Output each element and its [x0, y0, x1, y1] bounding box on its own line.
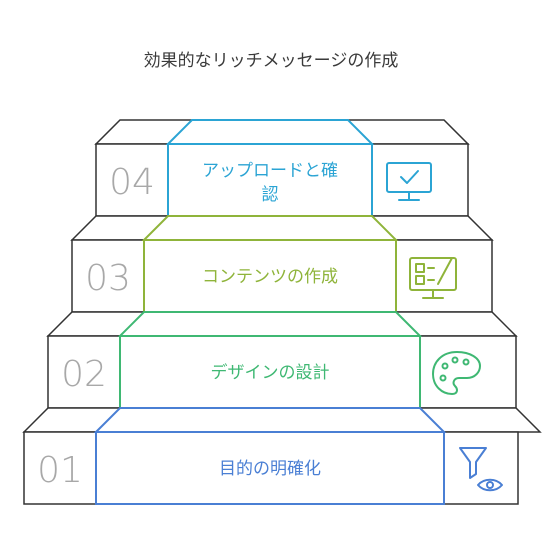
- step-01-panel: [95, 431, 445, 505]
- step-01-number: 01: [37, 450, 83, 491]
- step-01: 01 目的の明確化: [22, 407, 542, 505]
- palette-icon: [432, 351, 481, 395]
- step-04-label-line-2: 認: [262, 185, 279, 205]
- diagram-title: 効果的なリッチメッセージの作成: [144, 51, 399, 71]
- step-03: 03 コンテンツの作成: [70, 215, 494, 313]
- step-03-top-highlight: [141, 215, 399, 241]
- design-monitor-icon: [409, 257, 457, 299]
- step-04: 04 アップロードと確 認: [94, 119, 470, 217]
- step-03-number: 03: [85, 258, 131, 299]
- step-04-label-line-1: アップロードと確: [202, 161, 338, 181]
- step-01-top-highlight: [93, 407, 447, 433]
- step-02-top-highlight: [117, 311, 423, 337]
- step-02-panel: [119, 335, 421, 409]
- step-02-number: 02: [61, 354, 107, 395]
- step-04-top-highlight: [165, 119, 375, 145]
- step-01-label-line-1: 目的の明確化: [219, 459, 321, 479]
- step-04-number: 04: [109, 162, 155, 203]
- monitor-check-icon: [386, 162, 432, 201]
- step-03-label-line-1: コンテンツの作成: [202, 267, 338, 287]
- step-03-panel: [143, 239, 397, 313]
- funnel-eye-icon: [459, 447, 503, 492]
- step-02: 02 デザインの設計: [46, 311, 518, 409]
- step-02-label-line-1: デザインの設計: [211, 362, 330, 383]
